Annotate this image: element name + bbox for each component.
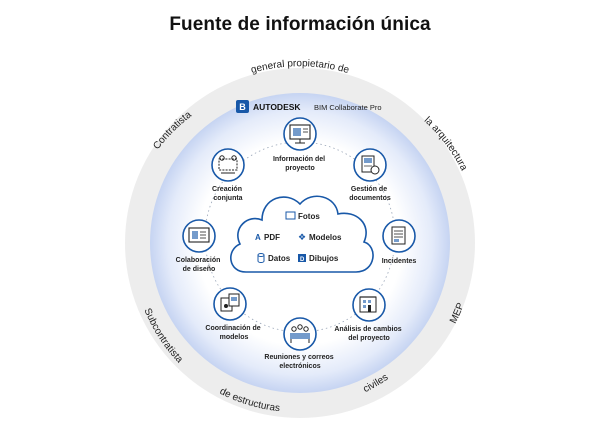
node-project-info: Información del proyecto — [273, 117, 327, 172]
svg-text:Gestión de documentos: Gestión de documentos — [349, 186, 391, 202]
cloud-item-datos: Datos — [257, 253, 291, 263]
node-co-creation: Creación conjunta — [211, 148, 245, 202]
brand-header: B AUTODESK BIM Collaborate Pro — [236, 100, 382, 113]
diagram-title: Fuente de información única — [169, 14, 431, 35]
node-label-line: modelos — [220, 334, 249, 341]
node-label-line: Incidentes — [382, 258, 417, 265]
brand-name: AUTODESK — [253, 102, 301, 112]
node-document-management: Gestión de documentos — [349, 148, 391, 202]
node-change-analysis: Análisis de cambios del proyecto — [334, 288, 403, 342]
brand-logo-icon — [236, 100, 249, 113]
cloud-shape — [230, 195, 374, 273]
cloud-item-fotos: Fotos — [285, 211, 320, 221]
node-label-line: de diseño — [183, 266, 216, 273]
node-label-line: proyecto — [285, 165, 315, 172]
svg-text:Análisis de cambios del: Análisis de cambios del proyecto — [334, 326, 403, 342]
cube-icon: ❖ — [298, 232, 306, 242]
node-label-line: Análisis de cambios — [334, 326, 401, 333]
svg-text:Fotos: Fotos — [298, 212, 320, 221]
incident-document-icon — [391, 226, 406, 245]
photo-icon — [285, 211, 296, 220]
node-label-line: del proyecto — [348, 335, 390, 342]
co-creation-icon — [218, 155, 238, 174]
node-label-line: documentos — [349, 195, 391, 202]
meeting-icon — [290, 324, 310, 343]
pdf-icon: A — [255, 233, 261, 242]
monitor-info-icon — [289, 124, 311, 144]
data-cloud: Fotos A PDF ❖ Modelos Datos D Dibujos — [230, 195, 374, 273]
brand-logo-letter: B — [239, 102, 246, 112]
svg-text:Coordinación de modelos: Coordinación de modelos — [205, 325, 262, 341]
brand-product: BIM Collaborate Pro — [314, 103, 382, 112]
model-coordination-icon — [220, 293, 240, 312]
svg-text:Reuniones y correos elec: Reuniones y correos electrónicos — [264, 354, 335, 370]
drawing-icon-letter: D — [300, 257, 305, 263]
svg-text:Colaboración de diseño: Colaboración de diseño — [176, 257, 223, 273]
drawing-icon — [298, 254, 306, 262]
node-label-line: Creación — [212, 186, 242, 193]
svg-text:PDF: PDF — [264, 233, 280, 242]
building-changes-icon — [359, 296, 377, 313]
svg-text:Modelos: Modelos — [309, 233, 342, 242]
svg-text:Creación conjunta: Creación conjunta — [212, 186, 244, 202]
design-collaboration-icon — [188, 227, 210, 243]
node-meetings: Reuniones y correos electrónicos — [264, 317, 335, 370]
node-model-coordination: Coordinación de modelos — [205, 287, 262, 341]
node-label-line: Información del — [273, 156, 325, 163]
svg-text:Incidentes: Incidentes — [382, 258, 417, 265]
node-label-line: Gestión de — [351, 186, 387, 193]
svg-text:Datos: Datos — [268, 254, 291, 263]
cloud-item-pdf: A PDF — [255, 233, 280, 242]
node-label-line: Reuniones y correos — [264, 354, 333, 361]
cloud-item-dibujos: D Dibujos — [298, 254, 339, 263]
database-icon — [257, 253, 265, 263]
node-label-line: electrónicos — [279, 363, 320, 370]
cloud-item-modelos: ❖ Modelos — [298, 232, 342, 242]
document-management-icon — [361, 155, 380, 175]
node-design-collaboration: Colaboración de diseño — [176, 219, 223, 273]
node-label-line: Colaboración — [176, 257, 221, 264]
node-label-line: Coordinación de — [205, 325, 260, 332]
node-label-line: conjunta — [213, 195, 242, 202]
node-incidents: Incidentes — [382, 219, 417, 265]
svg-text:Información del proyecto: Información del proyecto — [273, 156, 327, 172]
svg-text:Dibujos: Dibujos — [309, 254, 339, 263]
